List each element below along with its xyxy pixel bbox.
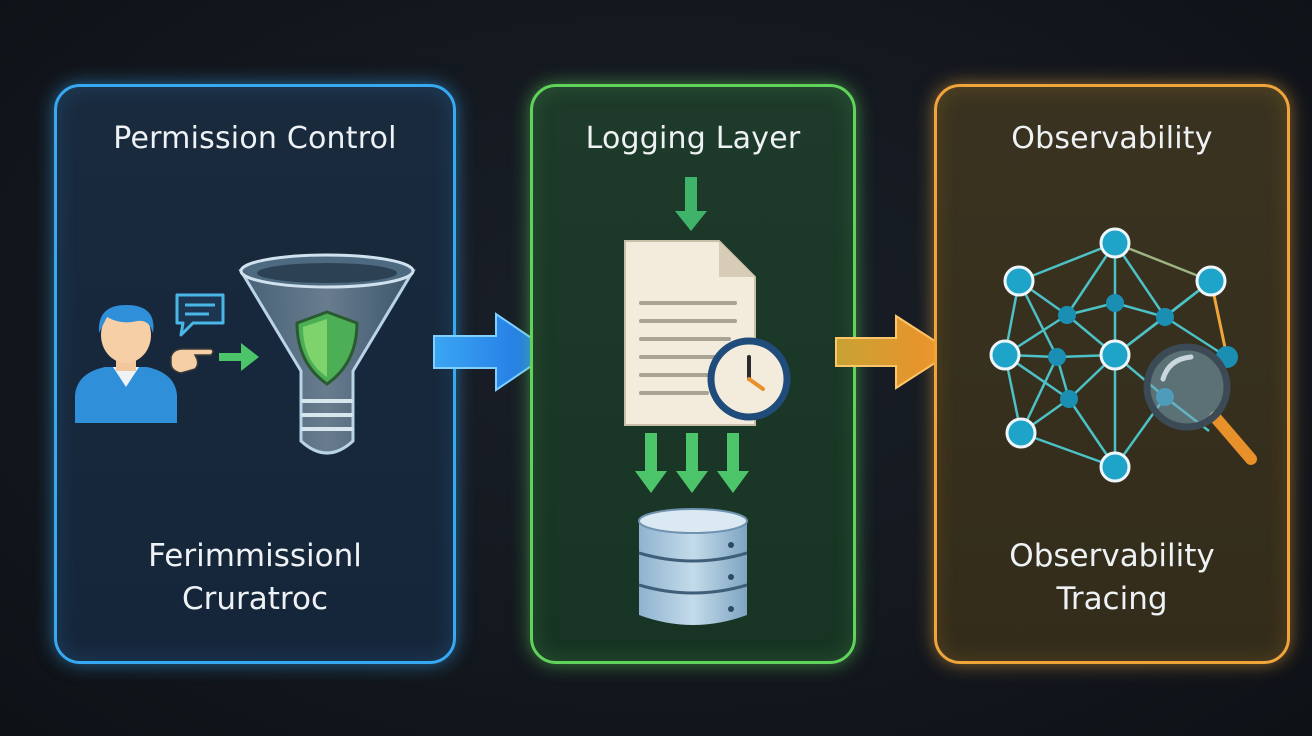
- shield-icon: [295, 310, 359, 386]
- caption-line-1: Ferimmissionl: [148, 538, 362, 574]
- logging-layer-panel: Logging Layer: [530, 84, 856, 664]
- user-icon: [75, 305, 177, 423]
- speech-bubble-icon: [175, 293, 225, 337]
- panel-caption: Ferimmissionl Cruratroc: [57, 535, 453, 621]
- arrow-down-icon: [675, 177, 707, 231]
- panel-title: Observability: [1011, 121, 1213, 156]
- clock-icon: [707, 337, 791, 421]
- panel-title: Permission Control: [113, 121, 397, 156]
- connector-arrow-2: [835, 314, 954, 390]
- database-icon: [638, 508, 748, 625]
- permission-control-panel: Permission Control: [54, 84, 456, 664]
- observability-panel: Observability: [934, 84, 1290, 664]
- caption-line-1: Observability: [1009, 538, 1215, 574]
- connector-arrow-1: [433, 312, 554, 392]
- magnifier-icon: [1143, 343, 1257, 465]
- panel-caption: Observability Tracing: [937, 535, 1287, 621]
- arrow-right-icon: [219, 343, 259, 371]
- panel-title: Logging Layer: [585, 121, 801, 156]
- caption-line-2: Tracing: [1056, 581, 1168, 617]
- arrows-down-icon: [635, 433, 749, 493]
- pointing-hand-icon: [170, 348, 214, 374]
- caption-line-2: Cruratroc: [181, 581, 328, 617]
- network-graph-icon: [989, 227, 1238, 483]
